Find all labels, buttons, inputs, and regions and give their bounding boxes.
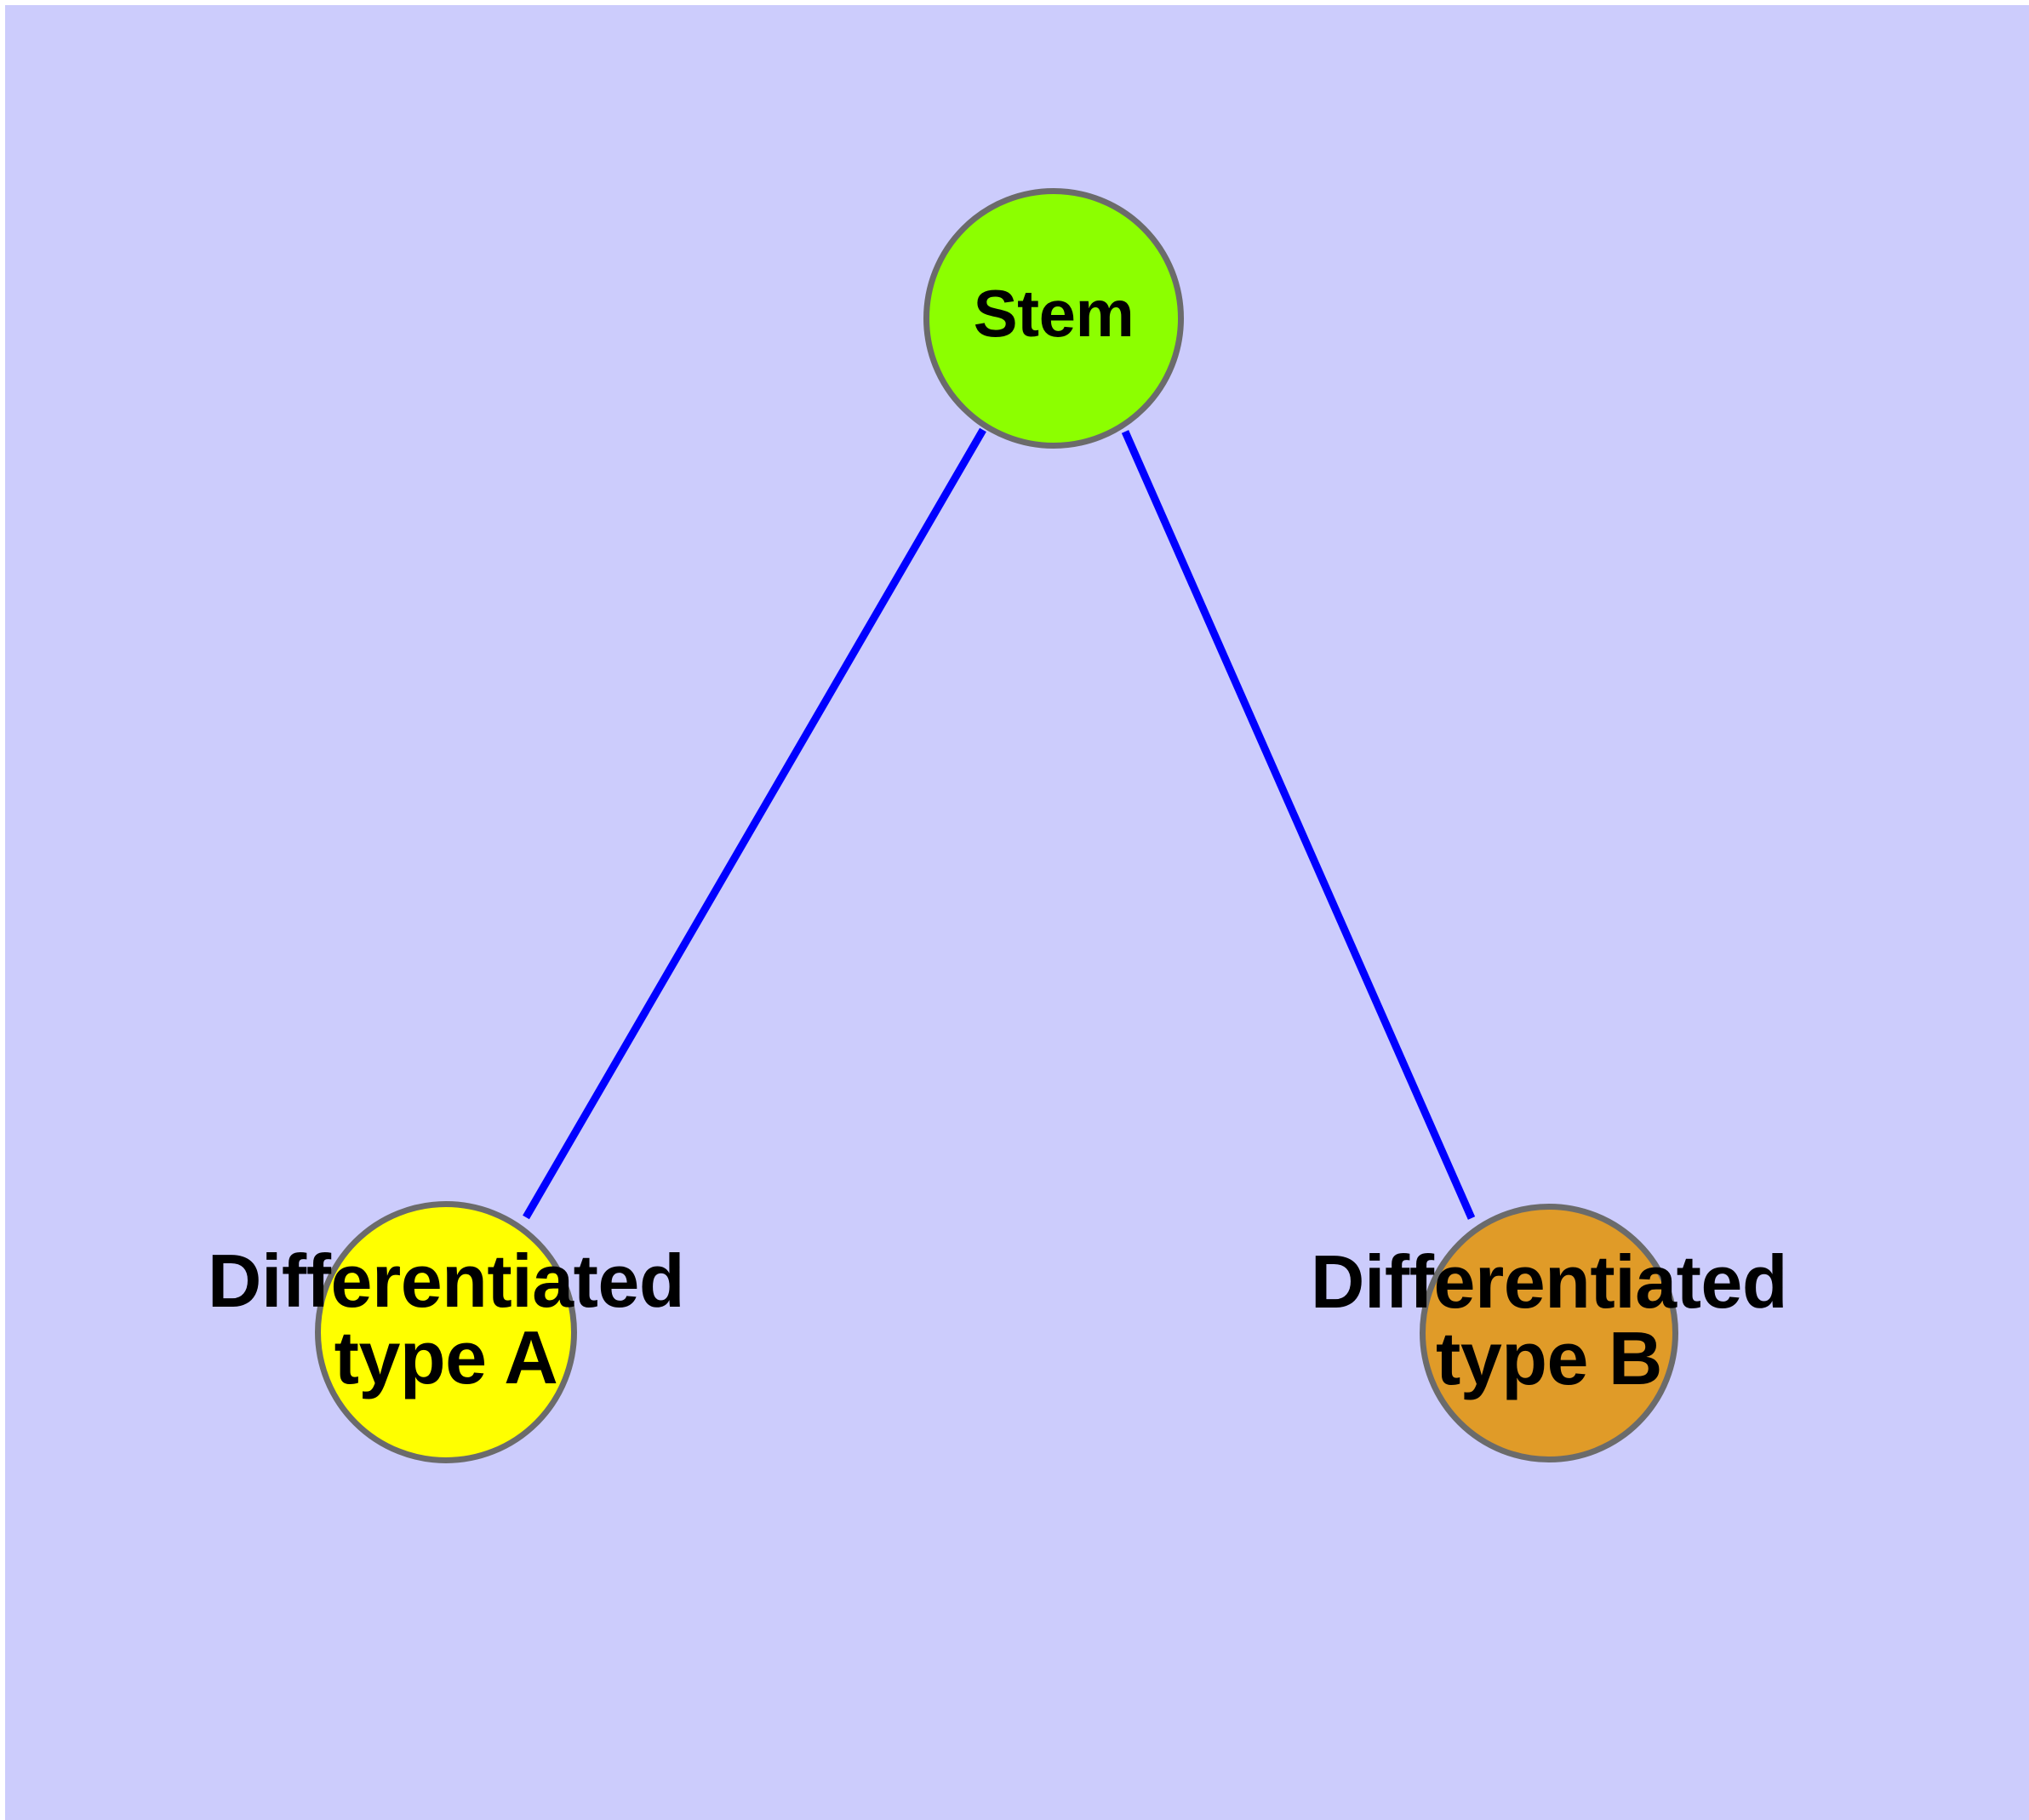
node-stem[interactable] [923, 188, 1184, 449]
node-differentiated-type-a[interactable] [315, 1201, 577, 1463]
node-differentiated-type-b[interactable] [1420, 1204, 1678, 1462]
edge-stem-to-differentiated-type-b[interactable] [1121, 430, 1476, 1220]
edge-stem-to-differentiated-type-a[interactable] [523, 427, 986, 1220]
